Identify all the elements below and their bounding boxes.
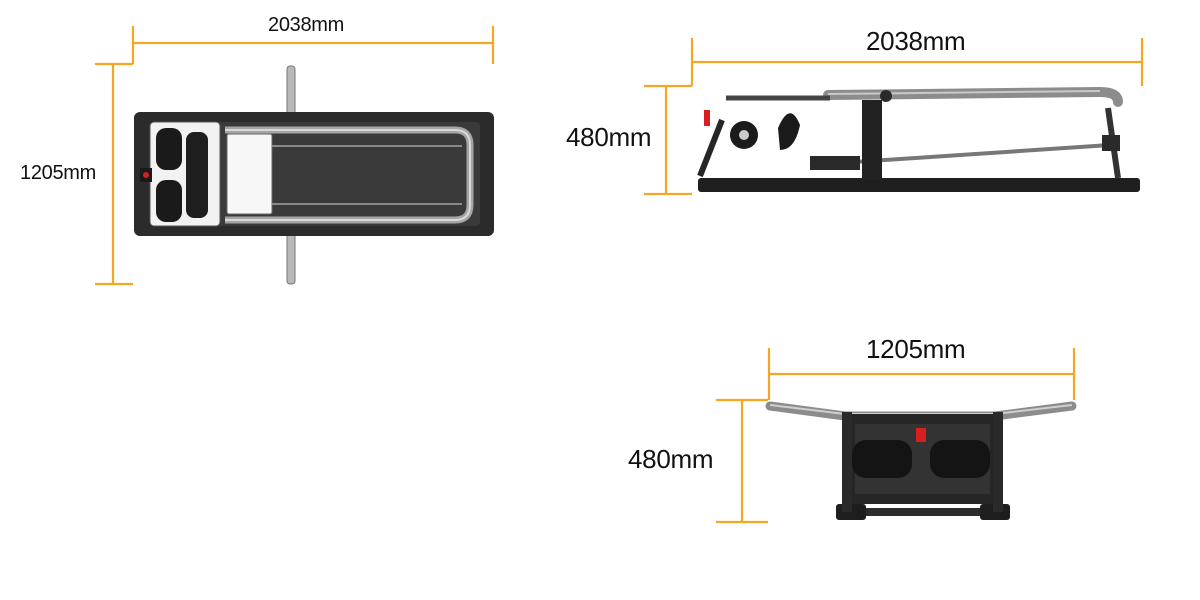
side-view-height-dimension	[644, 84, 692, 196]
front-view-width-label: 1205mm	[866, 334, 966, 364]
front-view-machine	[765, 401, 1077, 520]
top-view-width-label: 2038mm	[268, 14, 345, 36]
side-view-machine	[697, 86, 1140, 192]
top-view	[95, 26, 495, 286]
top-view-depth-label: 1205mm	[20, 162, 97, 184]
top-view-frame	[134, 112, 494, 236]
top-view-width-dimension	[131, 26, 495, 64]
front-view-height-label: 480mm	[628, 444, 714, 474]
front-view-height-dimension	[716, 398, 768, 524]
side-view-height-label: 480mm	[566, 122, 652, 152]
front-view	[716, 348, 1077, 524]
side-view-width-dimension	[690, 38, 1144, 86]
top-view-depth-dimension	[95, 62, 133, 286]
side-view-width-label: 2038mm	[866, 26, 966, 56]
front-view-width-dimension	[767, 348, 1076, 400]
side-view	[644, 38, 1144, 196]
